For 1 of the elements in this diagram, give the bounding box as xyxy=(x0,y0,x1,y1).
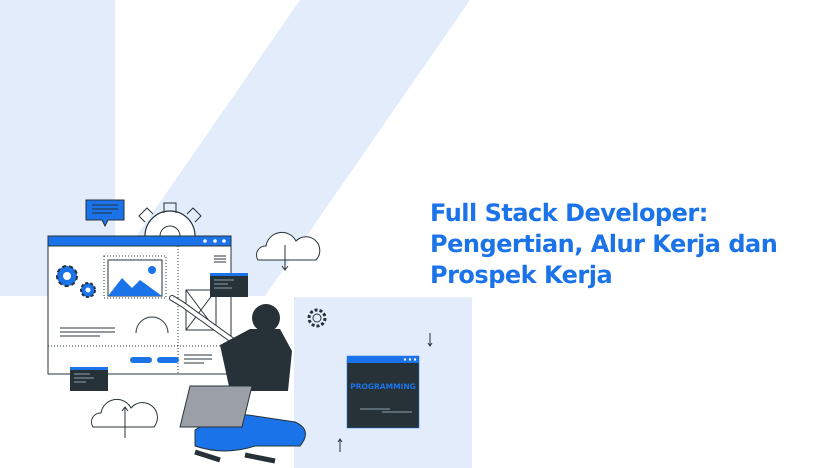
title: Full Stack Developer: Pengertian, Alur Kerja dan Prospek Kerja xyxy=(430,198,778,291)
